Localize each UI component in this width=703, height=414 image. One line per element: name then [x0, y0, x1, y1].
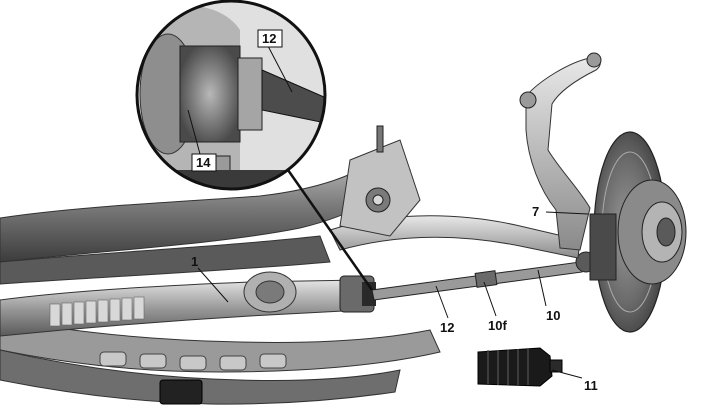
- callout-lines: [187, 45, 589, 379]
- steering-knuckle: [519, 52, 602, 251]
- label-knuckle: 7: [532, 204, 539, 219]
- detail-label-14: 14: [191, 153, 217, 172]
- label-inner-joint: 12: [440, 320, 454, 335]
- label-tie-rod: 10: [546, 308, 560, 323]
- label-inner-joint-detail: 12: [262, 31, 276, 46]
- steering-boot: [477, 347, 563, 387]
- label-boot: 11: [584, 378, 598, 393]
- brake-disc: [589, 131, 687, 333]
- subframe: [0, 159, 441, 405]
- detail-magnifier: [135, 0, 327, 191]
- label-tie-rod-section: 10f: [488, 318, 507, 333]
- detail-label-12: 12: [257, 29, 283, 48]
- label-locknut-detail: 14: [196, 155, 211, 170]
- detail-leader-line: [286, 169, 374, 291]
- steering-rack-housing: [0, 271, 376, 337]
- tie-rod: [371, 251, 597, 301]
- control-arm: [329, 125, 581, 259]
- label-rack: 1: [191, 254, 198, 269]
